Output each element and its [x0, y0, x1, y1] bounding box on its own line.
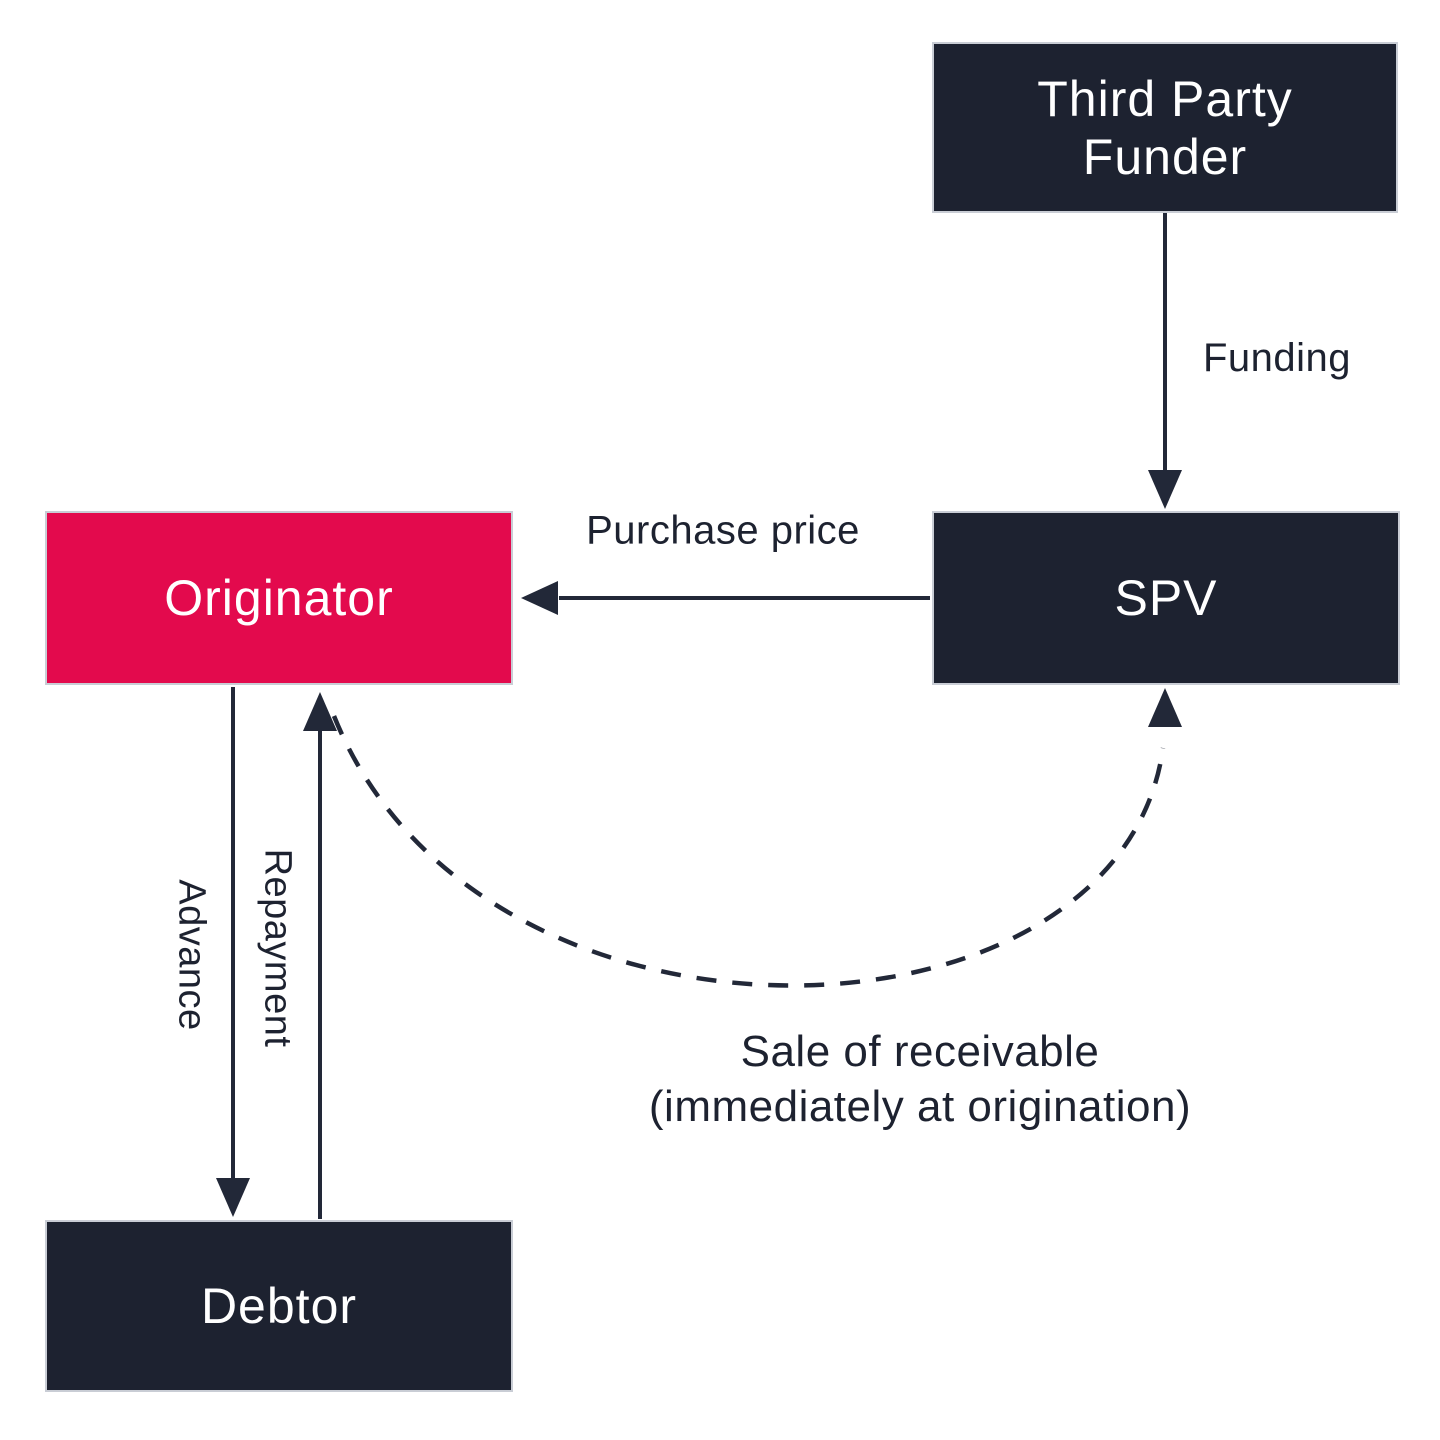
- node-debtor: Debtor: [45, 1220, 513, 1392]
- repayment-label: Repayment: [256, 848, 299, 1048]
- node-third-party-funder: Third Party Funder: [932, 42, 1398, 213]
- sale-of-receivable-label-line2: (immediately at origination): [648, 1082, 1192, 1131]
- sale-of-receivable-dashed-curve: [331, 715, 1166, 988]
- purchase-price-arrowhead-left-icon: [521, 581, 558, 615]
- repayment-arrowhead-up-icon: [303, 692, 337, 731]
- spv-label: SPV: [1114, 570, 1218, 626]
- originator-label: Originator: [164, 570, 394, 626]
- funding-label: Funding: [1203, 336, 1352, 380]
- advance-label: Advance: [170, 879, 213, 1031]
- sale-of-receivable-label-line1: Sale of receivable: [740, 1027, 1100, 1076]
- funding-arrowhead-down-icon: [1148, 470, 1182, 509]
- node-originator: Originator: [45, 511, 513, 685]
- advance-arrowhead-down-icon: [216, 1178, 250, 1217]
- sale-of-receivable-label: Sale of receivable (immediately at origi…: [649, 1024, 1191, 1134]
- node-spv: SPV: [932, 511, 1400, 685]
- debtor-label: Debtor: [200, 1278, 358, 1334]
- sale-of-receivable-arrowhead-up-icon: [1148, 688, 1182, 727]
- third-party-funder-label: Third Party Funder: [1037, 70, 1293, 185]
- purchase-price-label: Purchase price: [586, 508, 860, 553]
